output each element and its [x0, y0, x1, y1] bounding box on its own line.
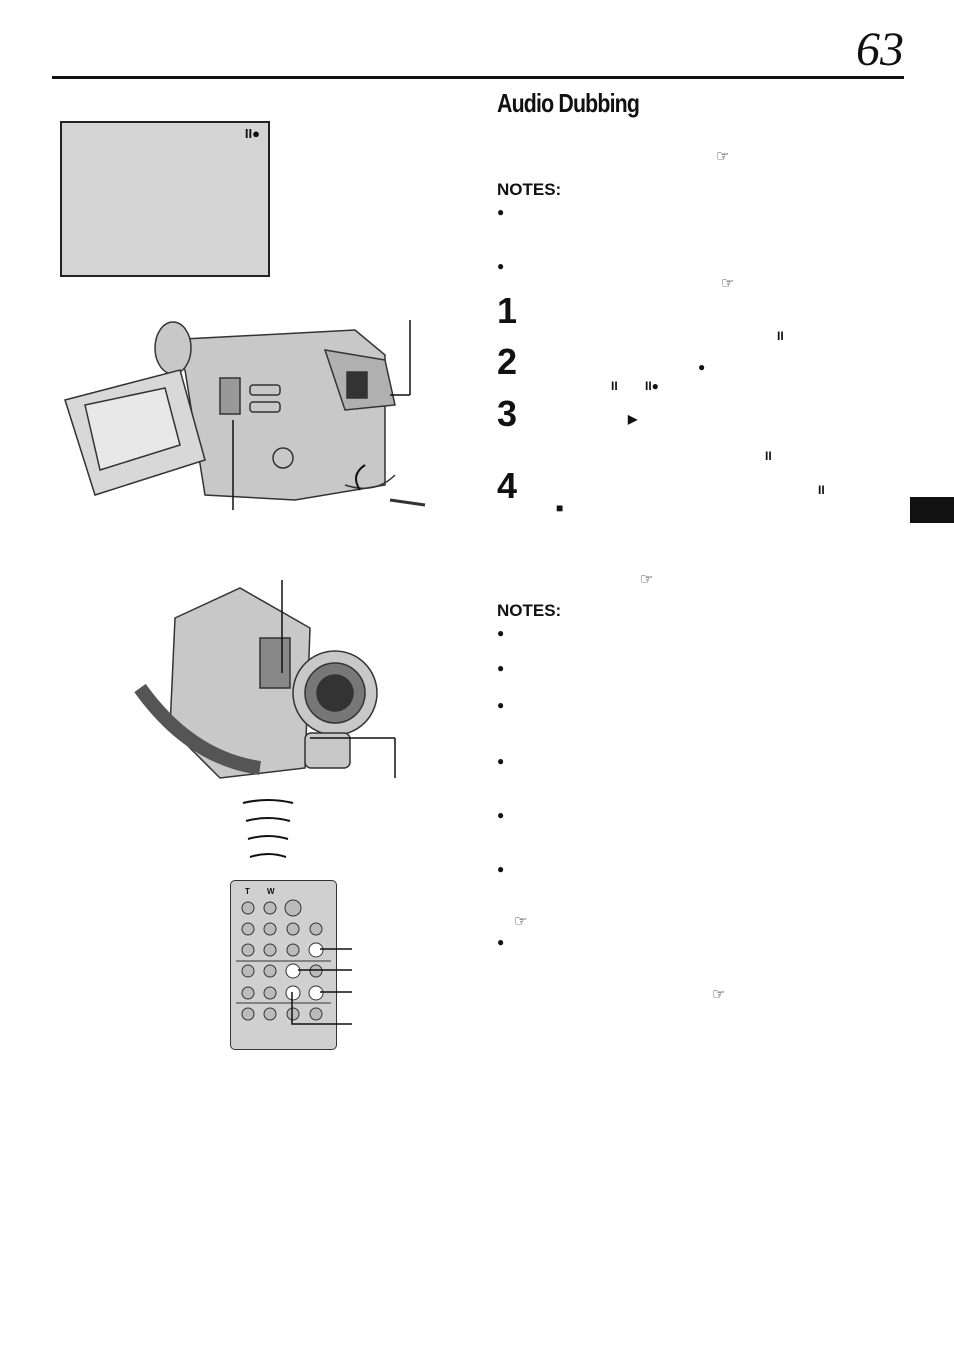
reference-icon: ☞	[716, 148, 730, 165]
step-number: 1	[497, 290, 518, 331]
notes-heading: NOTES:	[497, 601, 562, 620]
stop-icon: ■	[556, 501, 564, 515]
reference-icon: ☞	[712, 986, 726, 1003]
section-tab	[910, 497, 954, 523]
record-pause-icon: II●	[645, 379, 659, 393]
remote-control-illustration: T W	[230, 880, 337, 1050]
remote-t-label: T	[245, 887, 250, 896]
reference-icon: ☞	[640, 571, 654, 588]
notes-heading: NOTES:	[497, 180, 562, 199]
note-bullet: ●	[497, 862, 505, 876]
step-number: 2	[497, 341, 518, 382]
note-bullet: ●	[497, 754, 505, 768]
remote-w-label: W	[267, 887, 275, 896]
lcd-screen-illustration: II●	[60, 121, 270, 277]
note-bullet: ●	[497, 661, 505, 675]
pause-icon: II	[818, 483, 825, 497]
header-rule	[52, 76, 904, 79]
note-bullet: ●	[497, 808, 505, 822]
pause-icon: II	[777, 329, 784, 343]
remote-buttons	[236, 899, 331, 1021]
section-title: Audio Dubbing	[497, 88, 640, 118]
remote-signal-icon	[242, 799, 294, 858]
camcorder-side-illustration	[64, 320, 426, 510]
note-bullet: ●	[497, 205, 505, 219]
pause-icon: II	[611, 379, 618, 393]
record-pause-indicator: II●	[244, 126, 260, 141]
record-icon: ●	[698, 360, 706, 374]
step-number: 4	[497, 465, 518, 506]
note-bullet: ●	[497, 935, 505, 949]
pause-icon: II	[765, 449, 772, 463]
page-number: 63	[856, 23, 904, 76]
remote-callout-lines	[291, 948, 352, 1025]
camcorder-front-illustration	[134, 580, 396, 779]
step-number: 3	[497, 393, 518, 434]
note-bullet: ●	[497, 698, 505, 712]
reference-icon: ☞	[514, 913, 528, 930]
note-bullet: ●	[497, 259, 505, 273]
reference-icon: ☞	[721, 275, 735, 292]
note-bullet: ●	[497, 626, 505, 640]
play-icon: ▶	[628, 412, 638, 426]
